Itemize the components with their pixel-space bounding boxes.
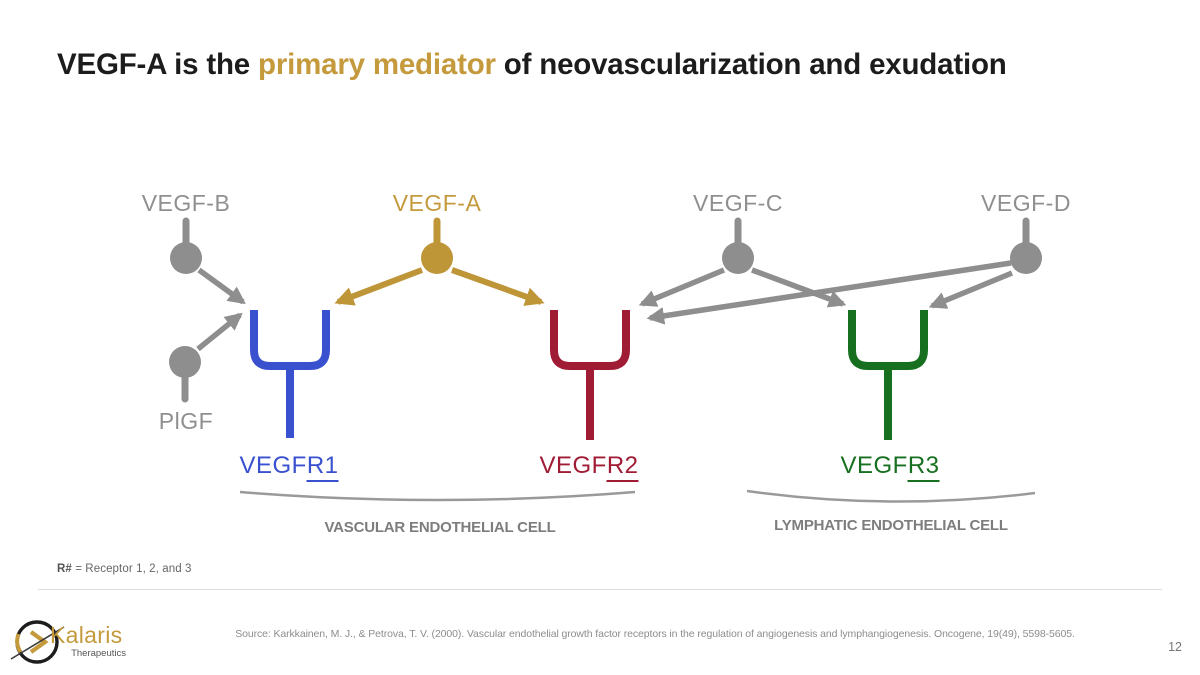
footer-divider [38, 589, 1162, 590]
vegfr1-label-sub: R1 [306, 452, 339, 482]
lymphatic-cell-arc [746, 489, 1036, 503]
plgf-label: PlGF [158, 408, 214, 434]
plgf-ligand-icon [169, 346, 201, 403]
vegf-a-label: VEGF-A [392, 190, 482, 216]
vegfr1-label-prefix: VEGF [239, 452, 307, 479]
arrow-vegfb-to-vegfr1 [197, 267, 246, 305]
vascular-cell-label: VASCULAR ENDOTHELIAL CELL [324, 519, 556, 536]
footnote-definition: = Receptor 1, 2, and 3 [71, 563, 192, 575]
vegf-c-label: VEGF-C [693, 190, 783, 216]
vegf-a-ligand-icon [421, 217, 453, 274]
vegfr3-label: VEGFR3 [840, 452, 940, 482]
title-pre: VEGF-A is the [57, 48, 258, 81]
arrow-vegfd-to-vegfr3 [928, 270, 1014, 309]
vascular-cell-arc [239, 490, 636, 502]
arrow-vegfa-to-vegfr1 [334, 267, 424, 306]
vegf-d-label: VEGF-D [981, 190, 1071, 216]
arrow-vegfa-to-vegfr2 [450, 267, 545, 306]
footnote-term: R# [57, 563, 72, 575]
vegfr2-label-sub: R2 [606, 452, 639, 482]
vegfr2-label: VEGFR2 [539, 452, 639, 482]
arrow-plgf-to-vegfr1 [196, 312, 243, 352]
arrow-vegfd-to-vegfr2 [646, 260, 1012, 325]
vegfr3-label-prefix: VEGF [840, 452, 908, 479]
logo-name: Kalaris [50, 622, 123, 648]
kalaris-logo-icon [10, 620, 65, 664]
vegf-d-ligand-icon [1010, 217, 1042, 274]
vegfr1-label: VEGFR1 [239, 452, 339, 482]
vegfr2-label-prefix: VEGF [539, 452, 607, 479]
source-citation: Source: Karkkainen, M. J., & Petrova, T.… [235, 628, 1075, 640]
arrow-vegfc-to-vegfr2 [638, 267, 726, 307]
lymphatic-cell-label: LYMPHATIC ENDOTHELIAL CELL [774, 517, 1008, 534]
title-post: of neovascularization and exudation [495, 48, 1007, 81]
vegfr2-receptor-shape [550, 310, 630, 440]
vegf-b-label: VEGF-B [141, 190, 231, 216]
page-number: 12 [1168, 640, 1182, 654]
vegfr3-receptor-shape [848, 310, 928, 440]
footnote: R# = Receptor 1, 2, and 3 [57, 563, 192, 575]
slide-title: VEGF-A is the primary mediator of neovas… [57, 44, 1007, 86]
logo-tagline: Therapeutics [71, 648, 126, 659]
vegf-c-ligand-icon [722, 217, 754, 274]
vegfr1-receptor-shape [250, 310, 330, 438]
arrow-vegfc-to-vegfr3 [751, 267, 847, 308]
title-highlight: primary mediator [258, 48, 496, 81]
vegf-b-ligand-icon [170, 217, 202, 274]
vegfr3-label-sub: R3 [907, 452, 940, 482]
